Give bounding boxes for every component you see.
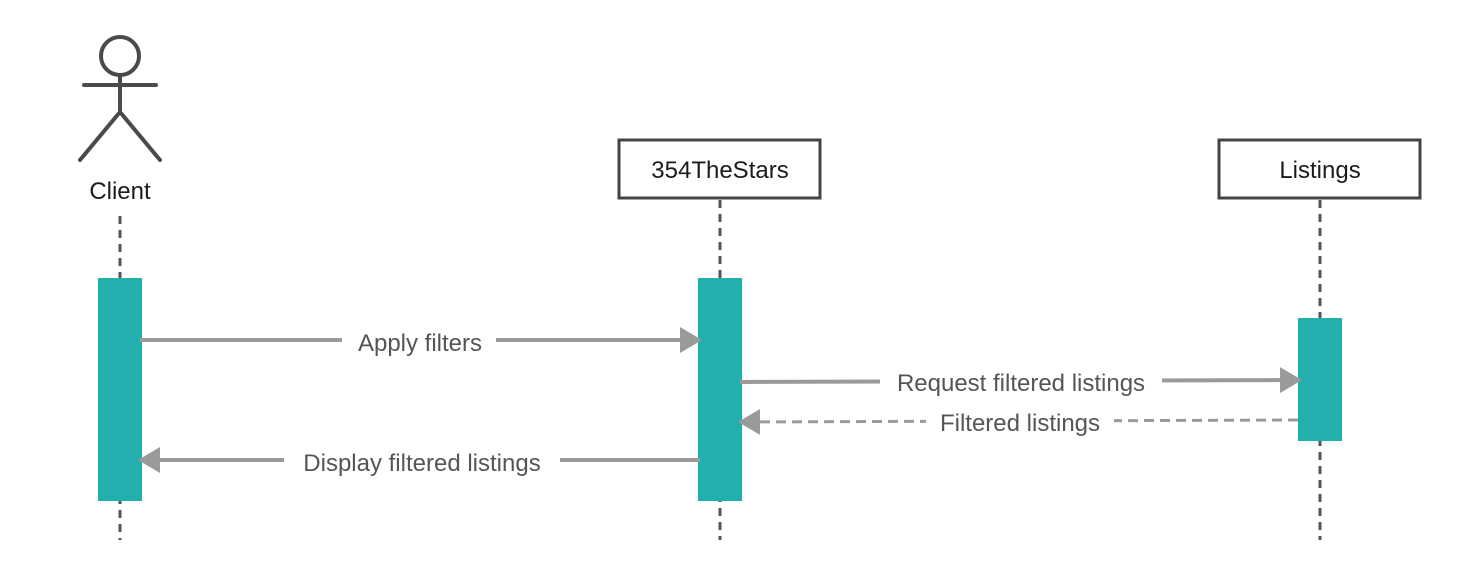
- object-listings-label: Listings: [1279, 157, 1360, 184]
- message-display-label: Display filtered listings: [303, 450, 540, 477]
- object-box-listings: Listings: [1217, 138, 1422, 200]
- actor-client-label: Client: [89, 178, 151, 205]
- object-box-system: 354TheStars: [617, 138, 822, 200]
- message-label-bg: [342, 324, 496, 358]
- activation-bar-listings: [1298, 318, 1342, 441]
- message-apply-filters-label: Apply filters: [358, 330, 482, 357]
- message-request-label: Request filtered listings: [897, 370, 1145, 397]
- actor-icon: [78, 35, 162, 162]
- activation-bar-system: [698, 278, 742, 501]
- object-system-label: 354TheStars: [651, 157, 788, 184]
- message-label-bg: [926, 404, 1114, 438]
- message-filtered-label: Filtered listings: [940, 410, 1100, 437]
- activation-bar-client: [98, 278, 142, 501]
- message-label-bg: [284, 444, 560, 478]
- message-label-bg: [880, 364, 1162, 398]
